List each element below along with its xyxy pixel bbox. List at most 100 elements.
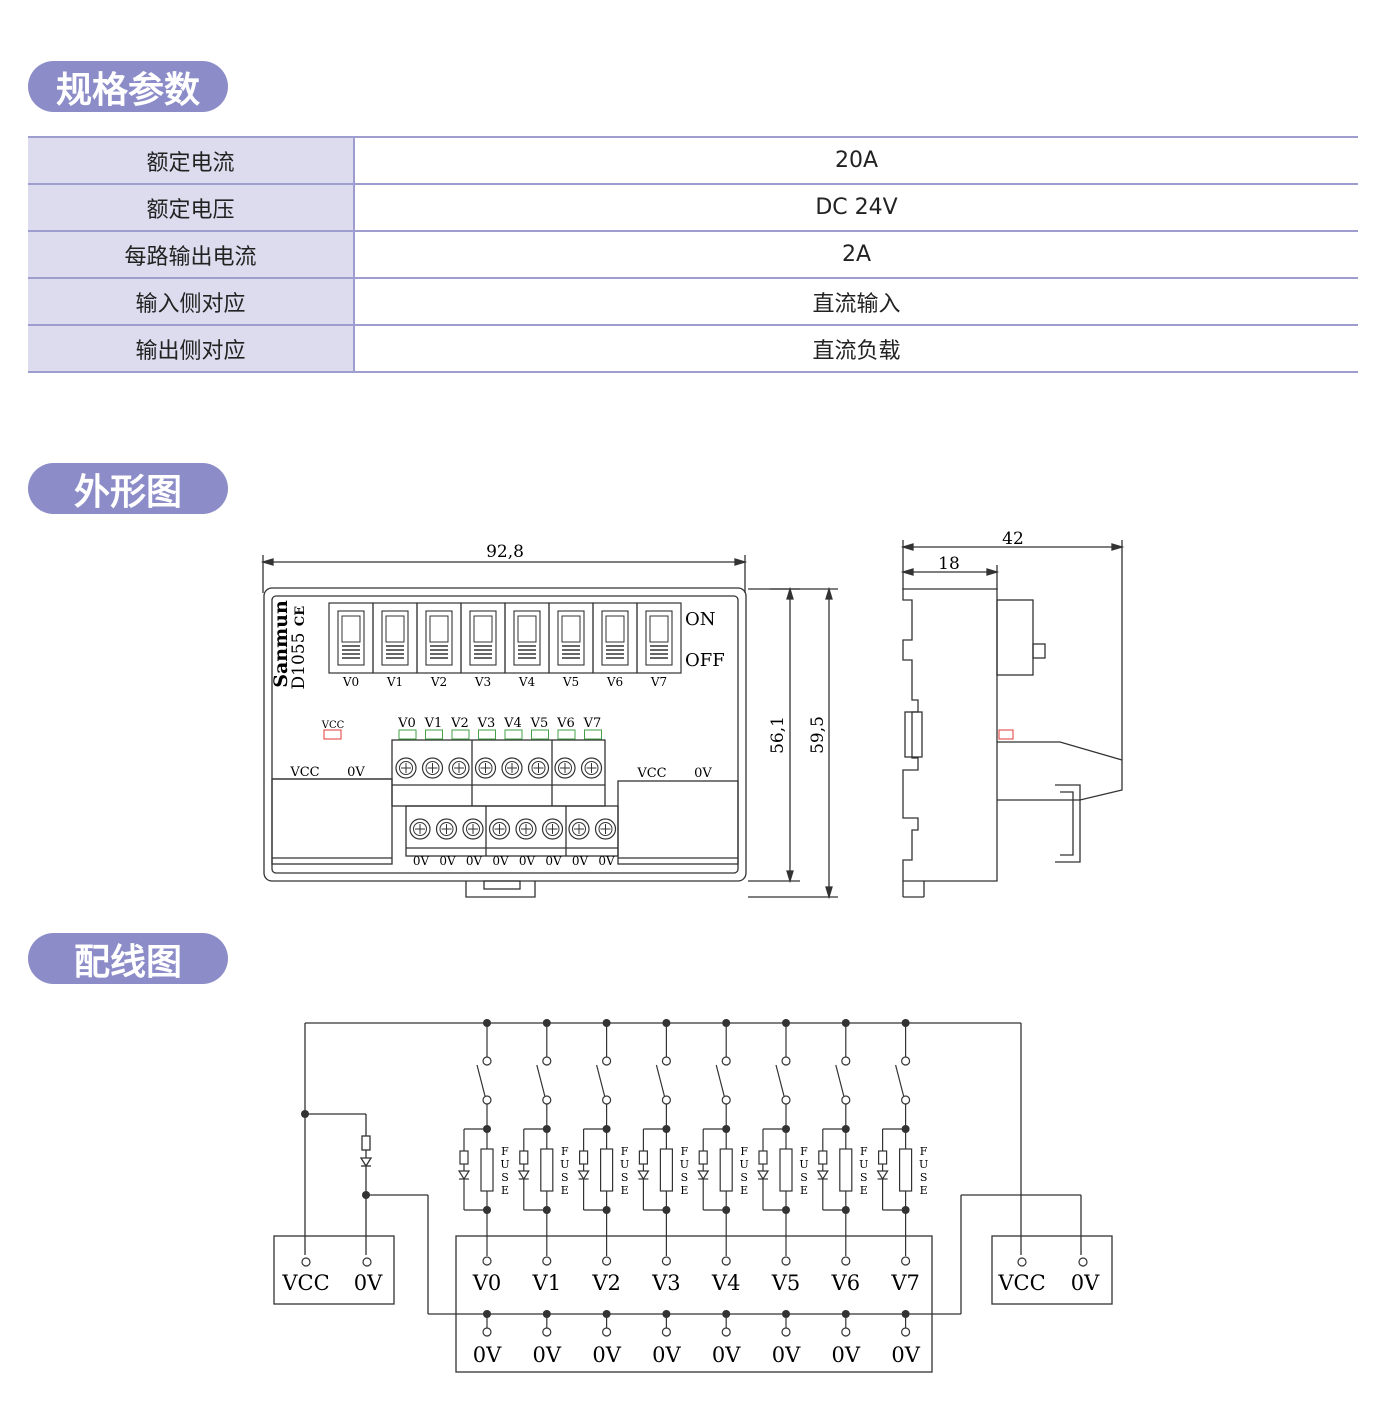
table-row: 输出侧对应 直流负载: [28, 325, 1358, 373]
led-label: V2: [450, 716, 469, 731]
fuse-label: E: [501, 1184, 509, 1197]
led-label: V7: [583, 716, 602, 731]
fuse-label: U: [620, 1158, 629, 1171]
status-led: [398, 729, 417, 740]
output-label: V5: [771, 1271, 801, 1295]
brand-logo: Sanmun: [270, 600, 292, 688]
dip-switch: [636, 602, 682, 674]
bottom-terminal-label: 0V: [466, 854, 483, 868]
fuse-label: F: [920, 1145, 928, 1158]
junction-dot: [841, 1206, 850, 1214]
dip-switch: [548, 602, 594, 674]
spec-label: 输入侧对应: [28, 278, 355, 326]
output-label: V0: [472, 1271, 502, 1295]
spec-value: DC 24V: [354, 184, 1358, 232]
spec-table: 额定电流 20A 额定电压 DC 24V 每路输出电流 2A 输入侧对应 直流输…: [28, 136, 1358, 373]
output-label: V6: [831, 1271, 861, 1295]
junction-dot: [662, 1310, 671, 1318]
fuse-label: S: [740, 1171, 748, 1184]
terminal-screw: [527, 757, 550, 779]
fuse-label: E: [920, 1184, 928, 1197]
dim-height-outer-label: 59,5: [808, 716, 828, 754]
ground-label: 0V: [652, 1343, 681, 1367]
ground-label: 0V: [712, 1343, 741, 1367]
left-box-vcc: VCC: [281, 1271, 329, 1295]
ce-mark: CE: [293, 606, 308, 626]
junction-dot: [542, 1206, 551, 1214]
led-label: V5: [530, 716, 549, 731]
junction-dot: [841, 1125, 850, 1133]
output-channel: [816, 1023, 853, 1337]
led-label: V3: [477, 716, 496, 731]
fuse-label: S: [681, 1171, 689, 1184]
spec-value: 直流输入: [354, 278, 1358, 326]
output-label: V4: [711, 1271, 741, 1295]
side-led-marker: [998, 729, 1014, 740]
fuse-label: F: [740, 1145, 748, 1158]
junction-dot: [841, 1310, 850, 1318]
fuse-label: U: [500, 1158, 509, 1171]
junction-dot: [662, 1019, 671, 1027]
switch-label: V0: [342, 675, 359, 689]
dip-switch: [592, 602, 638, 674]
spec-label: 额定电流: [28, 136, 355, 185]
status-led: [557, 729, 576, 740]
fuse-label: S: [501, 1171, 509, 1184]
table-row: 每路输出电流 2A: [28, 231, 1358, 279]
spec-value: 2A: [354, 231, 1358, 279]
terminal-screw: [448, 757, 470, 779]
switch-label: V6: [606, 675, 623, 689]
fuse-label: F: [621, 1145, 629, 1158]
left-block-vcc: VCC: [289, 765, 319, 780]
switch-off-label: OFF: [685, 650, 725, 671]
dim-height-inner-label: 56,1: [768, 716, 788, 754]
junction-dot: [722, 1125, 731, 1133]
output-label: V2: [591, 1271, 621, 1295]
junction-dot: [602, 1310, 611, 1318]
fuse-label: F: [860, 1145, 868, 1158]
junction-dot: [841, 1019, 850, 1027]
output-channel: [876, 1023, 913, 1337]
fuse-label: F: [681, 1145, 689, 1158]
table-row: 输入侧对应 直流输入: [28, 278, 1358, 326]
fuse-label: U: [919, 1158, 928, 1171]
junction-dot: [483, 1206, 491, 1214]
output-label: V1: [532, 1271, 562, 1295]
dip-switch: [504, 602, 550, 674]
led-label: V6: [556, 716, 575, 731]
right-box-vcc: VCC: [997, 1271, 1045, 1295]
switch-label: V3: [474, 675, 491, 689]
fuse-label: U: [680, 1158, 689, 1171]
ground-label: 0V: [832, 1343, 861, 1367]
led-vcc-label: VCC: [321, 720, 345, 731]
fuse-label: U: [740, 1158, 749, 1171]
fuse-label: E: [561, 1184, 569, 1197]
junction-dot: [662, 1206, 671, 1214]
junction-dot: [483, 1019, 491, 1027]
junction-dot: [602, 1125, 611, 1133]
junction-dot: [542, 1125, 551, 1133]
spec-value: 直流负载: [354, 325, 1358, 373]
terminal-screw: [541, 818, 564, 840]
junction-dot: [483, 1310, 491, 1318]
output-label: V7: [890, 1271, 920, 1295]
switch-on-label: ON: [685, 609, 716, 630]
table-row: 额定电流 20A: [28, 136, 1358, 185]
led-label: V1: [424, 716, 443, 731]
spec-label: 额定电压: [28, 184, 355, 232]
spec-label: 每路输出电流: [28, 231, 355, 279]
bottom-terminal-label: 0V: [545, 854, 562, 868]
fuse-label: S: [561, 1171, 569, 1184]
fuse-label: F: [561, 1145, 569, 1158]
dim-side-front-label: 18: [938, 554, 960, 574]
switch-label: V7: [650, 675, 667, 689]
dim-side-total-label: 42: [1002, 529, 1024, 549]
junction-dot: [901, 1125, 910, 1133]
terminal-screw: [435, 818, 458, 840]
output-channel: [457, 1023, 494, 1337]
fuse-label: E: [860, 1184, 868, 1197]
terminal-screw: [395, 757, 417, 779]
junction-dot: [602, 1206, 611, 1214]
right-block-vcc: VCC: [636, 766, 666, 781]
right-block-0v: 0V: [694, 766, 712, 781]
